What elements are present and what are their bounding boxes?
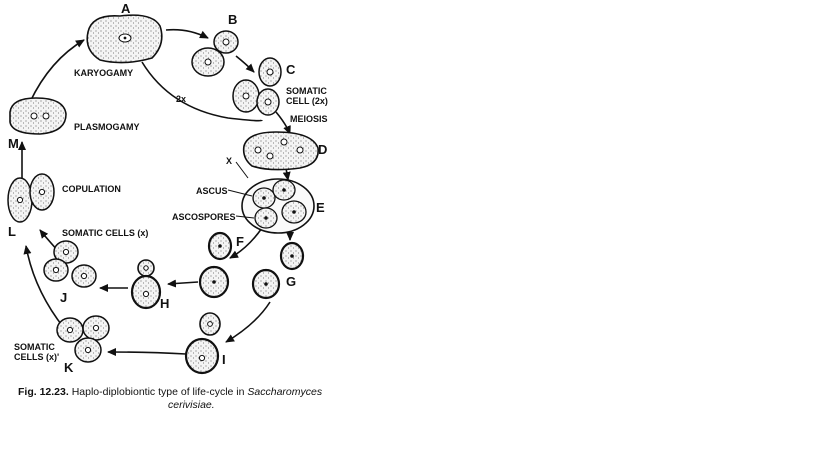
arrow-g-to-i	[225, 301, 271, 343]
stage-letter-m: M	[8, 136, 19, 151]
arrow-k-to-l	[23, 245, 65, 329]
stage-letter-g: G	[286, 274, 296, 289]
label-plasmogamy: PLASMOGAMY	[74, 122, 140, 132]
arrow-c-to-meiosis	[275, 111, 291, 135]
stage-letter-a: A	[121, 1, 131, 16]
cell-a-zygote	[86, 14, 163, 64]
stage-letter-b: B	[228, 12, 237, 27]
label-2x: 2x	[176, 94, 186, 104]
cell-k-somatic-x-prime	[56, 315, 110, 363]
cell-e-ascus	[241, 178, 315, 234]
label-somatic-cells-k-l1: SOMATIC	[14, 342, 55, 352]
stage-letter-j: J	[60, 290, 67, 305]
cell-i-budding	[184, 312, 221, 375]
label-ascus: ASCUS	[196, 186, 228, 196]
figure-caption: Fig. 12.23. Haplo-diplobiontic type of l…	[18, 386, 358, 412]
stage-letter-k: K	[64, 360, 74, 375]
cycle-arrows	[18, 28, 294, 357]
stage-letter-h: H	[160, 296, 169, 311]
cell-g-ascospores	[251, 241, 305, 300]
stage-letter-d: D	[318, 142, 327, 157]
cell-l-copulation	[7, 173, 55, 223]
label-somatic-cells-x: SOMATIC CELLS (x)	[62, 228, 148, 238]
arrow-e-to-f	[229, 227, 263, 259]
label-meiosis: MEIOSIS	[290, 114, 328, 124]
leader-lines	[227, 161, 255, 219]
label-somatic-cell-2x-l2: CELL (2x)	[286, 96, 328, 106]
stage-letters: A B C D E F G H I J K L M	[8, 1, 327, 375]
cell-b-budding	[191, 30, 239, 77]
cell-d-meiosis	[242, 131, 319, 171]
arrow-a-to-d-2x	[141, 61, 263, 122]
label-x: X	[226, 156, 232, 166]
caption-text: Haplo-diplobiontic type of life-cycle in	[71, 386, 245, 398]
arrow-m-to-a	[29, 39, 85, 103]
stage-letter-e: E	[316, 200, 325, 215]
arrow-i-to-k	[107, 348, 187, 357]
cell-f-ascospores	[198, 231, 233, 299]
arrow-a-to-b	[165, 28, 209, 39]
cell-c-somatic-2x	[232, 57, 282, 116]
caption-species-genus: Saccharomyces	[247, 386, 323, 398]
stage-letter-i: I	[222, 352, 226, 367]
label-somatic-cell-2x-l1: SOMATIC	[286, 86, 327, 96]
arrow-f-to-h	[167, 279, 199, 288]
arrow-b-to-c	[235, 55, 255, 73]
stage-letter-f: F	[236, 234, 244, 249]
stage-letter-c: C	[286, 62, 296, 77]
process-labels: KARYOGAMY 2x SOMATIC CELL (2x) MEIOSIS X…	[14, 68, 328, 362]
caption-figure-number: Fig. 12.23.	[18, 386, 69, 398]
label-ascospores: ASCOSPORES	[172, 212, 236, 222]
caption-species-epithet: cerivisiae.	[168, 399, 215, 411]
label-somatic-cells-k-l2: CELLS (x)'	[14, 352, 59, 362]
cell-m-plasmogamy	[9, 97, 67, 135]
label-karyogamy: KARYOGAMY	[74, 68, 133, 78]
stage-letter-l: L	[8, 224, 16, 239]
cell-j-somatic-x	[43, 240, 97, 288]
label-copulation: COPULATION	[62, 184, 121, 194]
cell-h-germinating	[130, 259, 162, 310]
